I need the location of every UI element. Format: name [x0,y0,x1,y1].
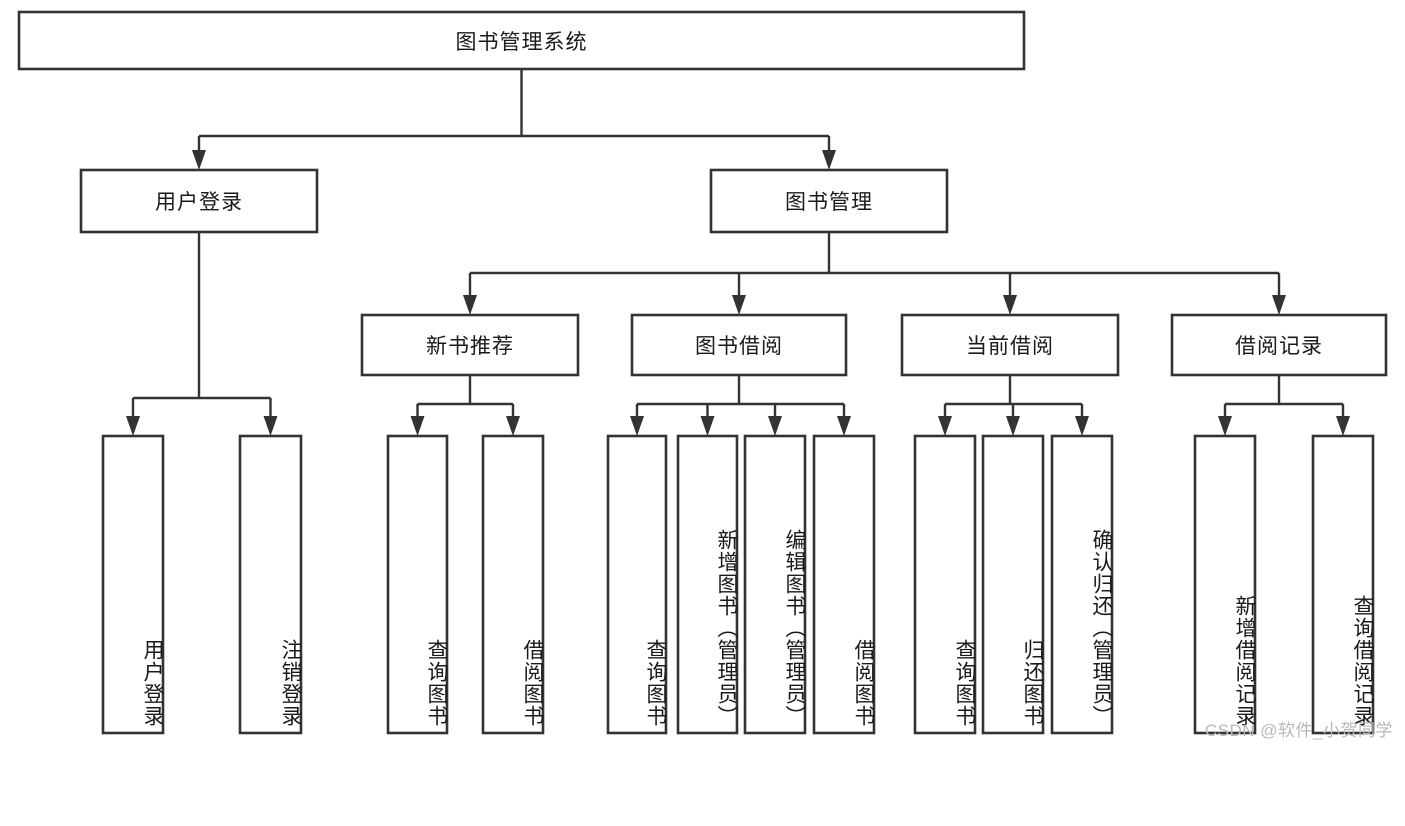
node-box-leaf-logout[interactable] [238,434,303,735]
arrow-head-icon-leaf-query-record [1336,416,1350,436]
node-box-leaf-user-login[interactable] [101,434,165,735]
node-box-leaf-query-record[interactable] [1311,434,1375,735]
node-box-leaf-query-book-3[interactable] [913,434,977,735]
diagram-canvas: 图书管理系统用户登录图书管理新书推荐图书借阅当前借阅借阅记录用户登录注销登录查询… [17,10,1393,740]
node-box-user-login[interactable] [79,168,319,234]
node-box-leaf-return-book[interactable] [981,434,1045,735]
arrow-head-icon-leaf-edit-book [768,416,782,436]
arrow-head-icon-new-book-recommend [463,295,477,315]
connectors-layer [126,69,1350,436]
arrow-head-icon-leaf-borrow-book-2 [837,416,851,436]
arrow-head-icon-book-borrow [732,295,746,315]
node-box-leaf-add-record[interactable] [1193,434,1257,735]
arrow-head-icon-current-borrow [1003,295,1017,315]
node-box-leaf-borrow-book-2[interactable] [812,434,876,735]
nodes-layer [17,10,1388,735]
node-box-leaf-query-book-2[interactable] [606,434,668,735]
arrow-head-icon-leaf-add-record [1218,416,1232,436]
node-box-book-management[interactable] [709,168,949,234]
node-box-new-book-recommend[interactable] [360,313,580,377]
node-box-book-borrow[interactable] [630,313,848,377]
arrow-head-icon-user-login [192,150,206,170]
flowchart-svg [17,10,1388,735]
node-box-borrow-record[interactable] [1170,313,1388,377]
node-box-leaf-confirm-return[interactable] [1050,434,1114,735]
arrow-head-icon-leaf-query-book-3 [938,416,952,436]
node-box-root[interactable] [17,10,1026,71]
node-box-leaf-add-book[interactable] [676,434,739,735]
node-box-current-borrow[interactable] [900,313,1120,377]
arrow-head-icon-leaf-logout [263,416,278,436]
arrow-head-icon-book-management [822,150,836,170]
arrow-head-icon-leaf-add-book [700,416,715,436]
arrow-head-icon-leaf-confirm-return [1075,416,1089,436]
arrow-head-icon-leaf-user-login [126,416,140,436]
arrow-head-icon-borrow-record [1272,295,1286,315]
watermark-text: CSDN @软件_小贺同学 [1204,721,1393,740]
arrow-head-icon-leaf-borrow-book-1 [506,416,520,436]
arrow-head-icon-leaf-return-book [1006,416,1020,436]
node-box-leaf-borrow-book-1[interactable] [481,434,545,735]
arrow-head-icon-leaf-query-book-2 [630,416,644,436]
node-box-leaf-query-book-1[interactable] [386,434,449,735]
node-box-leaf-edit-book[interactable] [743,434,807,735]
arrow-head-icon-leaf-query-book-1 [410,416,425,436]
